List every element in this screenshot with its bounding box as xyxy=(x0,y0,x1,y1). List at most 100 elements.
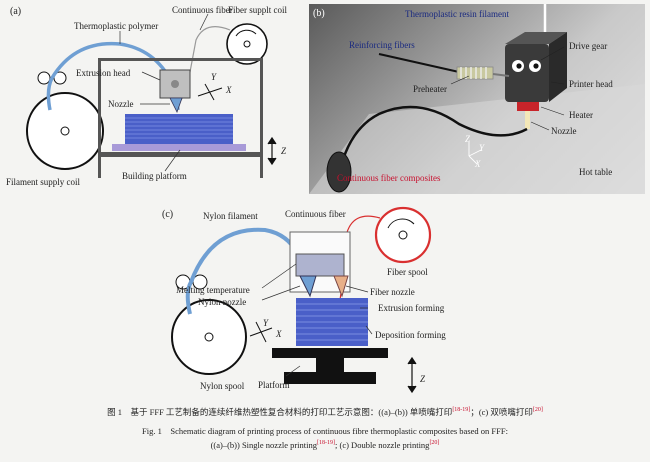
platform-stem xyxy=(316,358,344,372)
printer-head-top xyxy=(505,32,567,44)
caption-en-line1: Fig. 1 Schematic diagram of printing pro… xyxy=(142,426,508,436)
nylon-nozzle-c xyxy=(299,275,317,298)
composite-bundle-end xyxy=(326,151,352,193)
printer-frame-right xyxy=(260,60,263,178)
preheater-coil xyxy=(456,66,494,80)
filament-coil-hub xyxy=(60,126,70,136)
label-nylon-nozzle: Nylon nozzle xyxy=(198,297,247,307)
fiber-spool xyxy=(374,206,432,264)
label-building-platform: Building platform xyxy=(122,171,187,181)
label-preheater: Preheater xyxy=(413,84,447,94)
label-thermoplastic-polymer: Thermoplastic polymer xyxy=(74,21,159,31)
printed-stack-layers xyxy=(296,298,368,346)
composite-strand xyxy=(337,105,528,175)
caption-en-line2b: ; (c) Double nozzle printing xyxy=(335,440,430,450)
axis-z-a: Z xyxy=(281,146,287,156)
axis-z-c: Z xyxy=(420,374,426,384)
nylon-spool-hub xyxy=(204,332,214,342)
caption-cn-ref1: [18-19] xyxy=(452,407,471,414)
label-nylon-filament: Nylon filament xyxy=(203,211,258,221)
axis-y-b: Y xyxy=(479,143,485,153)
panel-c-tag: (c) xyxy=(162,209,174,220)
fiber-coil-rotation-arrow xyxy=(235,29,257,37)
thermoplastic-filament xyxy=(46,41,180,111)
fiber-nozzle-c xyxy=(333,275,349,298)
preheater-to-head xyxy=(492,73,510,77)
panel-c-leader-lines xyxy=(261,263,373,377)
panel-a-drawing xyxy=(26,13,277,178)
hot-table-surface xyxy=(309,84,645,194)
label-thermoplastic-resin-filament: Thermoplastic resin filament xyxy=(405,9,509,19)
z-axis-icon xyxy=(267,136,277,166)
axis-z-b: Z xyxy=(465,134,471,144)
caption-en-ref2: [20] xyxy=(429,440,440,447)
caption-cn-ref2: [20] xyxy=(532,407,543,414)
filament-supply-coil xyxy=(26,92,104,170)
fiber-spool-rotation-arrow xyxy=(387,218,415,229)
panel-c-drawing xyxy=(171,206,432,394)
caption-en-line2a: ((a)–(b)) Single nozzle printing xyxy=(210,440,318,450)
panel-a-leader-lines xyxy=(119,13,209,172)
drive-gear-left-center xyxy=(516,63,522,69)
label-melting-temperature: Melting temperature xyxy=(176,285,250,295)
xy-axis-icon xyxy=(197,83,223,101)
heater-block xyxy=(517,102,539,111)
label-continuous-fiber-a: Continuous fiber xyxy=(172,5,233,15)
panel-b-tag: (b) xyxy=(313,8,325,19)
label-extrusion-head: Extrusion head xyxy=(76,68,131,78)
label-filament-supply-coil: Filament supply coil xyxy=(6,177,80,187)
nylon-spool xyxy=(171,299,247,375)
panel-b: (b) Thermoplastic resin filament Reinfor… xyxy=(309,4,645,194)
label-heater: Heater xyxy=(569,110,593,120)
label-fiber-supply-coil: Fiber supplt coil xyxy=(228,5,287,15)
reinforcing-fiber-line xyxy=(378,53,460,73)
label-nylon-spool: Nylon spool xyxy=(200,381,245,391)
label-continuous-fiber-composites: Continuous fiber composites xyxy=(337,173,441,183)
printer-frame-left xyxy=(98,60,101,178)
printer-head-block xyxy=(505,44,549,102)
axis-y-a: Y xyxy=(211,72,217,82)
label-extrusion-forming: Extrusion forming xyxy=(378,303,445,313)
axis-x-b: X xyxy=(475,159,481,169)
panel-b-drawing xyxy=(309,4,645,194)
label-nozzle-b: Nozzle xyxy=(551,126,577,136)
nozzle-a xyxy=(169,97,183,114)
extrusion-head-bolt xyxy=(171,80,179,88)
xyz-axis-icon-b xyxy=(468,142,482,165)
label-platform: Platform xyxy=(258,380,290,390)
building-platform xyxy=(112,144,246,151)
caption-cn-mid: ；(c) 双喷嘴打印 xyxy=(470,407,533,417)
platform-base xyxy=(284,372,376,384)
printer-head-side xyxy=(549,32,567,102)
label-printer-head: Printer head xyxy=(569,79,613,89)
label-fiber-nozzle: Fiber nozzle xyxy=(370,287,415,297)
label-drive-gear: Drive gear xyxy=(569,41,608,51)
caption-chinese: 图 1 基于 FFF 工艺制备的连续纤维热塑性复合材料的打印工艺示意图：((a)… xyxy=(0,406,650,418)
label-reinforcing-fibers: Reinforcing fibers xyxy=(349,40,415,50)
caption-cn-text: 图 1 基于 FFF 工艺制备的连续纤维热塑性复合材料的打印工艺示意图：((a)… xyxy=(107,407,453,417)
pinch-roller-left xyxy=(37,71,51,85)
axis-y-c: Y xyxy=(263,318,269,328)
printed-part-layers xyxy=(125,114,233,144)
printer-frame-top xyxy=(98,58,263,61)
panel-a-tag: (a) xyxy=(10,6,22,17)
printer-base xyxy=(98,152,263,157)
caption-en-ref1: [18-19] xyxy=(317,440,336,447)
platform-top xyxy=(272,348,388,358)
melting-chamber xyxy=(295,253,345,277)
z-axis-icon-c xyxy=(407,356,417,394)
axis-x-c: X xyxy=(276,329,282,339)
xy-axis-icon-c xyxy=(249,321,273,343)
label-deposition-forming: Deposition forming xyxy=(375,330,446,340)
fiber-spool-hub xyxy=(398,230,408,240)
caption-english-line1: Fig. 1 Schematic diagram of printing pro… xyxy=(0,425,650,437)
label-nozzle-a: Nozzle xyxy=(108,99,134,109)
drive-gear-right-center xyxy=(533,63,539,69)
label-continuous-fiber-c: Continuous fiber xyxy=(285,209,346,219)
caption-english-line2: ((a)–(b)) Single nozzle printing[18-19];… xyxy=(0,440,650,450)
panel-b-leader-lines xyxy=(450,46,565,131)
axis-x-a: X xyxy=(226,85,232,95)
label-fiber-spool: Fiber spool xyxy=(387,267,428,277)
nozzle-b xyxy=(525,111,530,129)
fiber-coil-hub xyxy=(243,40,251,48)
